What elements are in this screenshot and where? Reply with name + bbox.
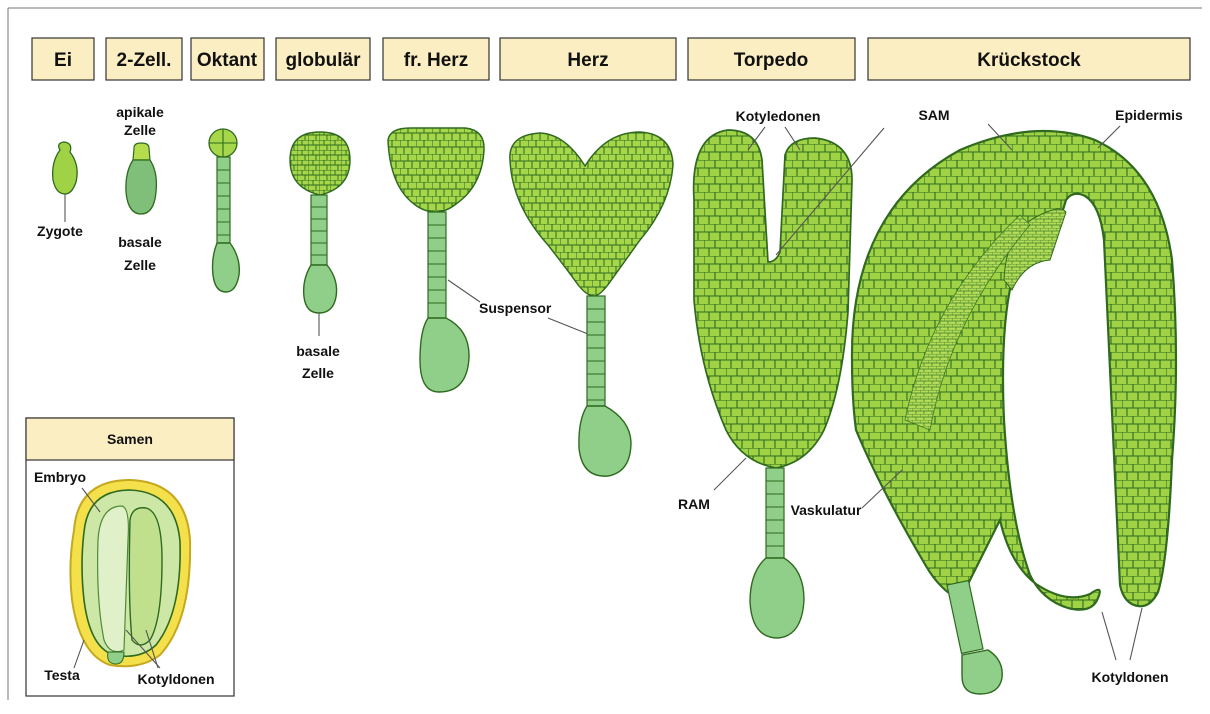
- ram-leader: [714, 458, 746, 490]
- stage-label-kruckstock: Krückstock: [977, 50, 1081, 71]
- zygote-label: Zygote: [37, 223, 83, 239]
- seed-embryo-left: [98, 506, 129, 652]
- fr-herz-basal-cell: [420, 318, 469, 392]
- basale-zelle-label-2: Zelle: [302, 365, 334, 381]
- apical-cell: [133, 143, 150, 160]
- vaskulatur-label: Vaskulatur: [791, 502, 862, 518]
- stage-globular-illustration: basale Zelle: [290, 132, 350, 381]
- kruckstock-embryo: [852, 131, 1176, 610]
- samen-inset: Samen Embryo Testa Kotyldonen: [26, 418, 234, 696]
- ram-label: RAM: [678, 496, 710, 512]
- stage-label-herz: Herz: [567, 50, 608, 71]
- stage-2zell-illustration: apikale Zelle basale Zelle: [116, 104, 164, 273]
- suspensor-label: Suspensor: [479, 300, 552, 316]
- globular-basal-cell: [304, 265, 337, 313]
- herz-basal-cell: [579, 406, 631, 476]
- apikale-zelle-label: Zelle: [124, 122, 156, 138]
- globular-proembryo: [290, 132, 350, 195]
- stage-label-globular: globulär: [286, 50, 362, 71]
- torpedo-basal-cell: [750, 558, 804, 638]
- kotyledonen-label: Kotyledonen: [736, 108, 821, 124]
- fr-herz-suspensor: [428, 212, 446, 318]
- samen-testa-label: Testa: [44, 667, 80, 683]
- stage-torpedo-illustration: Kotyledonen RAM: [678, 108, 852, 638]
- stage-ei-illustration: Zygote: [37, 142, 83, 239]
- zygote-cell: [53, 142, 78, 194]
- stage-headers: Ei 2-Zell. Oktant globulär fr. Herz Herz…: [32, 38, 1190, 80]
- kruckstock-suspensor: [947, 580, 983, 653]
- kruckstock-basal-cell: [962, 650, 1002, 694]
- basale-label-1: basale: [118, 234, 162, 250]
- samen-title: Samen: [107, 431, 153, 447]
- basale-zelle-label-1: Zelle: [124, 257, 156, 273]
- seed-radicle: [108, 652, 124, 664]
- kotyldonen-leader-left: [1102, 612, 1116, 660]
- epidermis-label: Epidermis: [1115, 107, 1183, 123]
- kotyldonen-label-big: Kotyldonen: [1092, 669, 1169, 685]
- epidermis-leader: [1098, 126, 1120, 148]
- stage-label-2zell: 2-Zell.: [117, 50, 172, 71]
- torpedo-embryo: [694, 130, 852, 468]
- suspensor-leader-b: [548, 318, 588, 334]
- herz-embryo: [510, 132, 673, 296]
- samen-kotyldonen-label: Kotyldonen: [138, 671, 215, 687]
- stage-label-ei: Ei: [54, 50, 72, 71]
- basal-cell: [126, 160, 157, 214]
- stage-label-oktant: Oktant: [197, 50, 258, 71]
- stage-label-fr-herz: fr. Herz: [404, 50, 468, 71]
- kotyldonen-leader-right: [1130, 608, 1142, 660]
- oktant-basal-cell: [213, 243, 240, 292]
- basale-label-2: basale: [296, 343, 340, 359]
- sam-label: SAM: [918, 107, 949, 123]
- apikale-label: apikale: [116, 104, 164, 120]
- suspensor-leader-a: [448, 280, 480, 302]
- stage-oktant-illustration: [209, 129, 239, 292]
- samen-embryo-label: Embryo: [34, 469, 86, 485]
- stage-label-torpedo: Torpedo: [734, 50, 809, 71]
- fr-herz-proembryo: [388, 128, 484, 212]
- herz-suspensor: [587, 296, 605, 406]
